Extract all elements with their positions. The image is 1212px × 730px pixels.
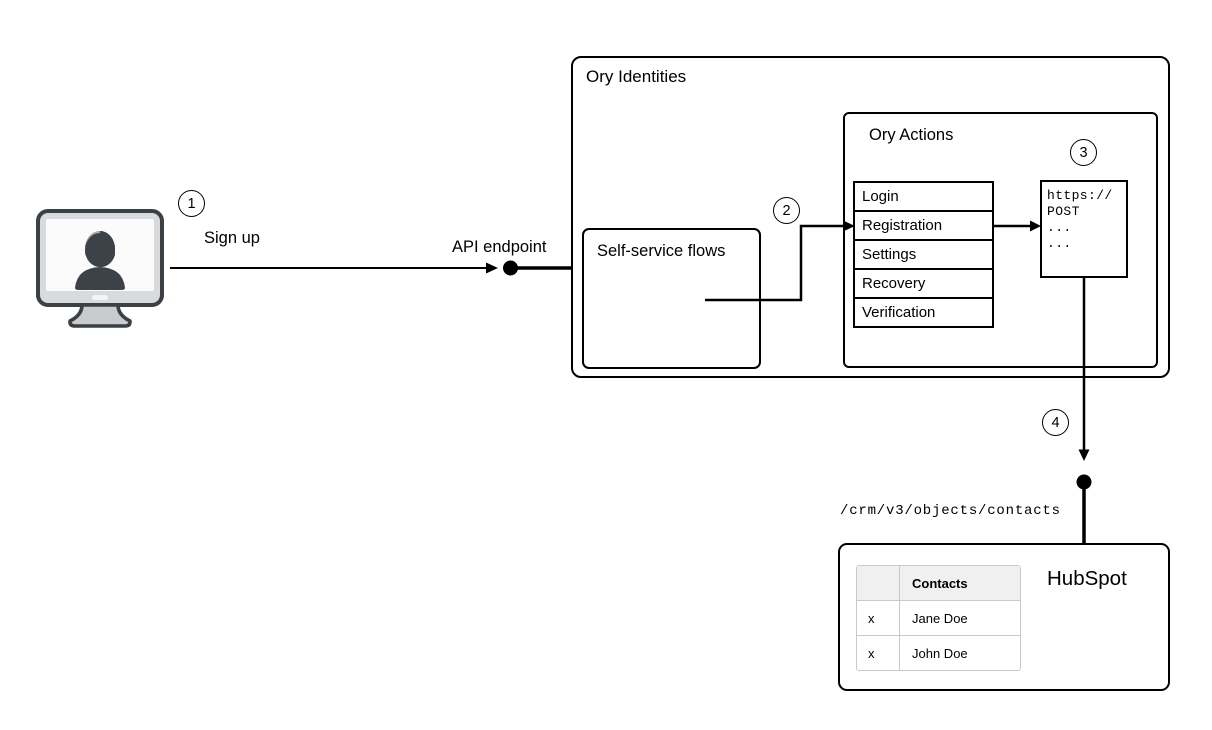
api-endpoint-label: API endpoint [452,238,547,256]
flows-list: Login Registration Settings Recovery Ver… [853,181,994,328]
crm-endpoint-dot-icon [1076,474,1092,490]
code-line-ellipsis-2: ... [1047,236,1072,251]
self-service-flows-box: Self-service flows [582,228,761,369]
contacts-table: Contacts x Jane Doe x John Doe [856,565,1021,671]
webhook-code-box: https:// POST ... ... [1040,180,1128,278]
hubspot-title: HubSpot [1047,567,1127,590]
contacts-row-1: x Jane Doe [857,600,1020,635]
flow-row-verification: Verification [855,297,992,326]
ory-actions-title: Ory Actions [869,126,954,144]
flow-row-registration: Registration [855,210,992,239]
user-computer-icon [36,209,164,328]
code-line-method: POST [1047,204,1080,219]
step-3-badge: 3 [1070,139,1097,166]
down-arrowhead-icon [1078,449,1090,461]
flow-row-login: Login [855,183,992,210]
step-1-number: 1 [187,195,196,212]
step-4-number: 4 [1051,414,1060,431]
contacts-row-1-mark: x [857,601,900,635]
contacts-header-label: Contacts [912,575,968,591]
user-silhouette-icon [75,231,125,290]
contacts-row-1-name: Jane Doe [912,610,968,626]
step-1-badge: 1 [178,190,205,217]
code-line-ellipsis-1: ... [1047,220,1072,235]
ory-identities-box: Ory Identities [571,56,1170,378]
signup-arrowhead-icon [486,262,498,274]
api-endpoint-dot-icon [503,260,518,276]
contacts-row-2-mark: x [857,636,900,670]
step-4-badge: 4 [1042,409,1069,436]
monitor-stand [68,303,132,328]
step-2-badge: 2 [773,197,800,224]
flow-row-settings: Settings [855,239,992,268]
hubspot-box: HubSpot Contacts x Jane Doe x John Doe [838,543,1170,691]
code-line-url: https:// [1047,188,1113,203]
ory-actions-box: Ory Actions [843,112,1158,368]
step-2-number: 2 [782,202,791,219]
crm-path-label: /crm/v3/objects/contacts [840,503,1061,519]
step-3-number: 3 [1079,144,1088,161]
self-service-flows-title: Self-service flows [597,242,726,260]
contacts-row-2: x John Doe [857,635,1020,670]
ory-identities-title: Ory Identities [586,67,687,86]
sign-up-label: Sign up [204,229,260,247]
monitor-button [92,295,108,300]
flow-row-recovery: Recovery [855,268,992,297]
contacts-header-blank-cell [857,566,900,600]
contacts-row-2-name: John Doe [912,645,968,661]
contacts-table-header-row: Contacts [857,566,1020,600]
